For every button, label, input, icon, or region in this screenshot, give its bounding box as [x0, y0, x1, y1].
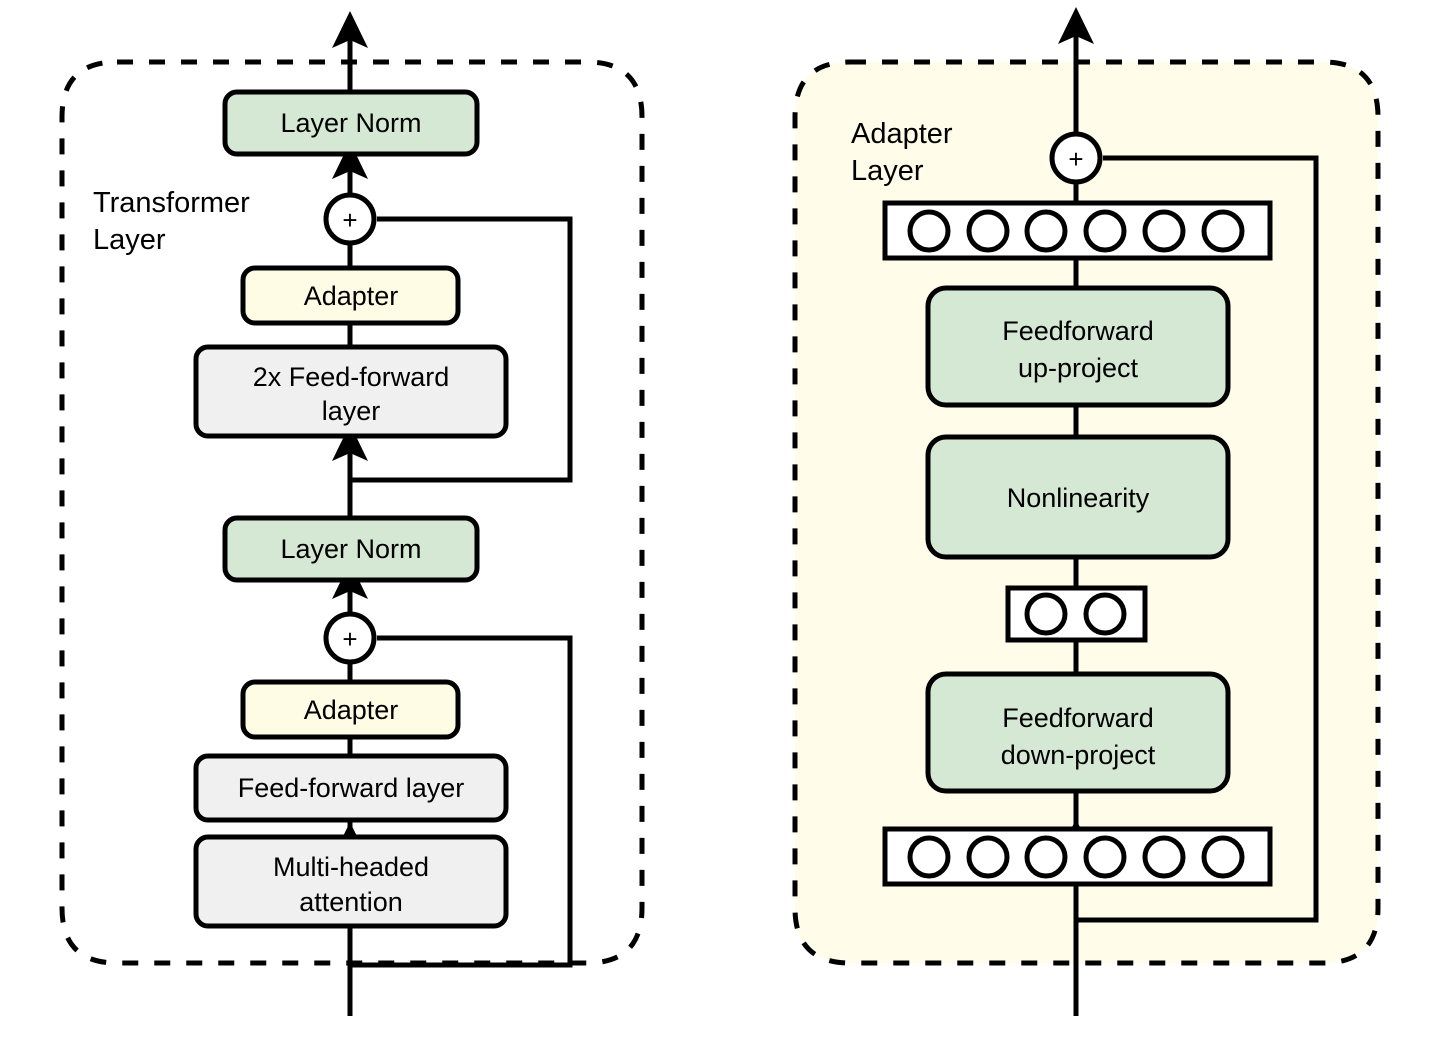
feedforward-2x-box[interactable] — [193, 344, 509, 439]
unit-circle — [1142, 835, 1186, 879]
node-add-bottom[interactable]: + — [323, 611, 377, 665]
edge-residual-top — [350, 216, 573, 483]
feedforward-up-project-label-line1: Feedforward — [1002, 316, 1154, 346]
adapter-layer-label-line2: Layer — [851, 155, 924, 187]
adapter-layer-label-line1: Adapter — [851, 118, 953, 150]
layer-norm-mid-box[interactable] — [222, 515, 480, 583]
feedforward-layer-box[interactable] — [193, 753, 509, 823]
node-adapter-add[interactable]: + — [1049, 131, 1103, 185]
feedforward-up-project-box[interactable] — [925, 285, 1231, 408]
unit-circle — [907, 209, 951, 253]
unit-circle — [1083, 835, 1127, 879]
node-feedforward-up-project[interactable]: Feedforward up-project — [925, 285, 1231, 408]
transformer-panel-dashed-border — [59, 59, 645, 966]
layer-norm-top-label: Layer Norm — [280, 108, 421, 138]
unit-circle — [1024, 835, 1068, 879]
unit-circle — [1201, 835, 1245, 879]
transformer-layer-label-line1: Transformer — [93, 187, 250, 219]
unit-circle — [1142, 209, 1186, 253]
feedforward-down-project-box[interactable] — [925, 671, 1231, 794]
node-feedforward-2x[interactable]: 2x Feed-forward layer — [193, 344, 509, 439]
nonlinearity-label: Nonlinearity — [1007, 483, 1150, 513]
nonlinearity-box[interactable] — [925, 434, 1231, 560]
node-adapter-top[interactable]: Adapter — [240, 265, 461, 326]
node-add-top[interactable]: + — [323, 192, 377, 246]
adapter-layer-group-label: Adapter Layer — [851, 118, 953, 187]
feedforward-2x-label-line2: layer — [322, 396, 381, 426]
feedforward-2x-label-line1: 2x Feed-forward — [253, 362, 450, 392]
transformer-layer-group-label: Transformer Layer — [93, 187, 250, 256]
edge-residual-bottom — [350, 635, 573, 968]
node-nonlinearity[interactable]: Nonlinearity — [925, 434, 1231, 560]
adapter-top-box[interactable] — [240, 265, 461, 326]
unit-circle — [966, 835, 1010, 879]
adapter-panel-dashed-border — [792, 59, 1381, 966]
add-bottom-label: + — [342, 624, 357, 654]
multi-headed-attention-box[interactable] — [193, 834, 509, 929]
node-adapter-bottom[interactable]: Adapter — [240, 679, 461, 740]
add-top-circle[interactable] — [323, 192, 377, 246]
node-feedforward-layer[interactable]: Feed-forward layer — [193, 753, 509, 823]
unit-circle — [1201, 209, 1245, 253]
feedforward-up-project-label-line2: up-project — [1018, 353, 1139, 383]
multi-headed-attention-label-line2: attention — [299, 887, 403, 917]
unit-circle — [1024, 592, 1068, 636]
node-multi-headed-attention[interactable]: Multi-headed attention — [193, 834, 509, 929]
layer-norm-mid-label: Layer Norm — [280, 534, 421, 564]
transformer-layer-label-line2: Layer — [93, 224, 166, 256]
adapter-add-circle[interactable] — [1049, 131, 1103, 185]
node-layer-norm-top[interactable]: Layer Norm — [222, 89, 480, 157]
layer-norm-top-box[interactable] — [222, 89, 480, 157]
add-bottom-circle[interactable] — [323, 611, 377, 665]
node-layer-norm-mid[interactable]: Layer Norm — [222, 515, 480, 583]
unit-circle — [1083, 209, 1127, 253]
node-units-top[interactable] — [882, 200, 1273, 261]
add-top-label: + — [342, 205, 357, 235]
feedforward-down-project-label-line2: down-project — [1001, 740, 1156, 770]
adapter-bottom-label: Adapter — [304, 695, 399, 725]
node-units-mid[interactable] — [1005, 585, 1148, 643]
feedforward-layer-label: Feed-forward layer — [238, 773, 465, 803]
unit-circle — [966, 209, 1010, 253]
multi-headed-attention-label-line1: Multi-headed — [273, 852, 429, 882]
unit-circle — [907, 835, 951, 879]
adapter-top-label: Adapter — [304, 281, 399, 311]
node-units-bottom[interactable] — [882, 826, 1273, 887]
adapter-add-label: + — [1068, 144, 1083, 174]
edge-residual-adapter — [1076, 155, 1319, 923]
feedforward-down-project-label-line1: Feedforward — [1002, 703, 1154, 733]
node-feedforward-down-project[interactable]: Feedforward down-project — [925, 671, 1231, 794]
unit-circle — [1024, 209, 1068, 253]
adapter-bottom-box[interactable] — [240, 679, 461, 740]
unit-circle — [1083, 592, 1127, 636]
